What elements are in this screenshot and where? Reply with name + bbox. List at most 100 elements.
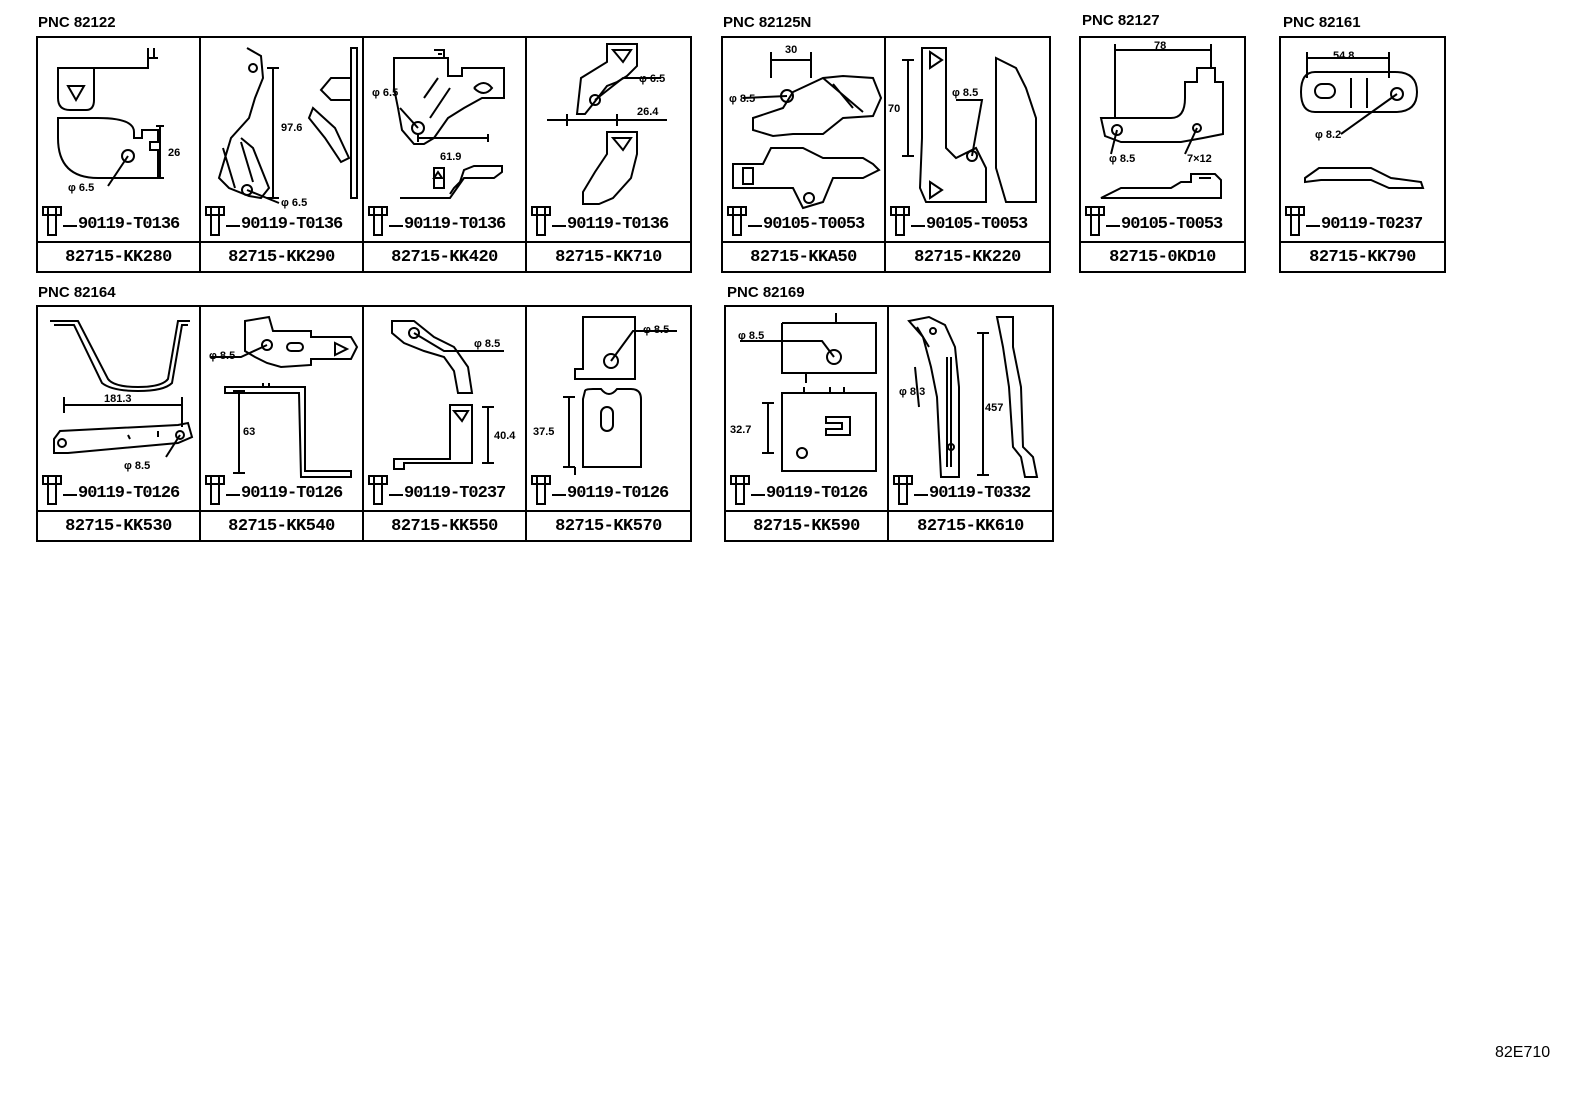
bolt-part-number[interactable]: 90119-T0136 (567, 215, 669, 234)
dimension-label: φ 6.5 (639, 73, 665, 85)
part-cells: 78 φ 8.5 7×12 90105-T0053 82715-0KD10 (1079, 36, 1246, 273)
bolt-part-number[interactable]: 90119-T0136 (78, 215, 180, 234)
dimension-label: φ 8.5 (738, 330, 764, 342)
dimension-label: 26 (168, 147, 180, 159)
part-cell[interactable]: φ 8.5 37.5 90119-T0126 82715-KK570 (527, 307, 690, 540)
dimension-label: φ 6.5 (372, 87, 398, 99)
bolt-part-number[interactable]: 90119-T0237 (404, 484, 506, 503)
part-cell[interactable]: 181.3 φ 8.5 90119-T0126 82715-KK530 (38, 307, 201, 540)
part-cell[interactable]: 97.6 φ 6.5 90119-T0136 82715-KK290 (201, 38, 364, 271)
bolt-part-number[interactable]: 90119-T0126 (766, 484, 868, 503)
part-number[interactable]: 82715-KK610 (889, 510, 1052, 540)
part-number[interactable]: 82715-KK420 (364, 241, 525, 271)
dimension-label: 181.3 (104, 393, 132, 405)
bolt-part-number[interactable]: 90119-T0126 (78, 484, 180, 503)
bolt-part-number[interactable]: 90119-T0136 (404, 215, 506, 234)
leader-line (911, 225, 925, 227)
dimension-label: 37.5 (533, 426, 554, 438)
bolt-icon (205, 206, 225, 236)
bracket-drawing: φ 8.3 457 (899, 315, 1039, 478)
pnc-label: PNC 82164 (38, 284, 116, 301)
bolt-part-number[interactable]: 90105-T0053 (926, 215, 1028, 234)
bracket-drawing: φ 8.5 32.7 (730, 313, 877, 472)
bolt-part-number[interactable]: 90119-T0237 (1321, 215, 1423, 234)
part-number[interactable]: 82715-KK790 (1281, 241, 1444, 271)
dimension-label: φ 6.5 (68, 182, 94, 194)
part-number[interactable]: 82715-KK550 (364, 510, 525, 540)
part-cell[interactable]: 70 φ 8.5 90105-T0053 82715-KK220 (886, 38, 1049, 271)
bolt-part-number[interactable]: 90105-T0053 (763, 215, 865, 234)
bolt-icon (893, 475, 913, 505)
bolt-part-number[interactable]: 90119-T0126 (567, 484, 669, 503)
leader-line (914, 494, 928, 496)
dimension-label: 30 (785, 44, 797, 56)
part-number[interactable]: 82715-KK280 (38, 241, 199, 271)
pnc-label: PNC 82127 (1082, 12, 1160, 29)
part-number[interactable]: 82715-KK570 (527, 510, 690, 540)
bracket-drawing: 78 φ 8.5 7×12 (1099, 40, 1224, 199)
part-cell[interactable]: φ 8.5 40.4 90119-T0237 82715-KK550 (364, 307, 527, 540)
bolt-part-number[interactable]: 90105-T0053 (1121, 215, 1223, 234)
part-cell[interactable]: φ 8.3 457 90119-T0332 82715-KK610 (889, 307, 1052, 540)
diagram-reference: 82E710 (1495, 1044, 1551, 1061)
bolt-part-number[interactable]: 90119-T0126 (241, 484, 343, 503)
leader-line (751, 494, 765, 496)
dimension-label: φ 8.3 (899, 386, 925, 398)
dimension-label: 70 (888, 103, 900, 115)
part-number[interactable]: 82715-KK530 (38, 510, 199, 540)
part-number[interactable]: 82715-KK290 (201, 241, 362, 271)
part-cell[interactable]: φ 6.5 26.4 90119-T0136 82715-KK710 (527, 38, 690, 271)
bolt-part-number[interactable]: 90119-T0332 (929, 484, 1031, 503)
bolt-icon (368, 475, 388, 505)
leader-line (552, 225, 566, 227)
part-cell[interactable]: φ 8.5 32.7 90119-T0126 82715-KK590 (726, 307, 889, 540)
dimension-label: 40.4 (494, 430, 516, 442)
bracket-drawing: φ 6.5 26.4 (547, 43, 667, 205)
bracket-drawing: φ 8.5 40.4 (391, 320, 516, 470)
dimension-label: φ 8.5 (643, 324, 669, 336)
pnc-label: PNC 82122 (38, 14, 116, 31)
dimension-label: φ 8.5 (952, 87, 978, 99)
part-cells: φ 8.5 32.7 90119-T0126 82715-KK590 φ 8.3… (724, 305, 1054, 542)
dimension-label: 32.7 (730, 424, 751, 436)
part-number[interactable]: 82715-KKA50 (723, 241, 884, 271)
dimension-label: 97.6 (281, 122, 302, 134)
dimension-label: 457 (985, 402, 1003, 414)
dimension-label: φ 6.5 (281, 197, 307, 209)
bolt-icon (531, 475, 551, 505)
leader-line (748, 225, 762, 227)
bolt-icon (890, 206, 910, 236)
pnc-label: PNC 82169 (727, 284, 805, 301)
dimension-label: 61.9 (440, 151, 461, 163)
part-cell[interactable]: 30 φ 8.5 90105-T0053 82715-KKA50 (723, 38, 886, 271)
bracket-drawing: 97.6 φ 6.5 (217, 47, 358, 209)
leader-line (389, 225, 403, 227)
part-cells: 26 φ 6.5 90119-T0136 82715-KK280 (36, 36, 692, 273)
part-cell[interactable]: 26 φ 6.5 90119-T0136 82715-KK280 (38, 38, 201, 271)
part-cell[interactable]: 54.8 φ 8.2 90119-T0237 82715-KK790 (1281, 38, 1444, 271)
bracket-drawing: 30 φ 8.5 (729, 44, 883, 210)
dimension-label: φ 8.5 (124, 460, 150, 472)
part-number[interactable]: 82715-KK220 (886, 241, 1049, 271)
bolt-icon (727, 206, 747, 236)
part-cell[interactable]: φ 6.5 61.9 90119-T0136 82715-KK420 (364, 38, 527, 271)
bolt-part-number[interactable]: 90119-T0136 (241, 215, 343, 234)
part-number[interactable]: 82715-KK710 (527, 241, 690, 271)
leader-line (1106, 225, 1120, 227)
pnc-label: PNC 82125N (723, 14, 812, 31)
part-cells: 30 φ 8.5 90105-T0053 82715-KKA50 70 φ 8.… (721, 36, 1051, 273)
part-number[interactable]: 82715-KK590 (726, 510, 887, 540)
dimension-label: 78 (1154, 40, 1166, 52)
bracket-drawing: 70 φ 8.5 (888, 47, 1037, 203)
leader-line (226, 225, 240, 227)
dimension-label: φ 8.5 (474, 338, 500, 350)
part-number[interactable]: 82715-0KD10 (1081, 241, 1244, 271)
bolt-icon (1285, 206, 1305, 236)
bracket-drawing: φ 8.5 63 (209, 315, 359, 478)
bracket-drawing: 26 φ 6.5 (57, 48, 180, 194)
part-cell[interactable]: φ 8.5 63 90119-T0126 82715-KK540 (201, 307, 364, 540)
part-number[interactable]: 82715-KK540 (201, 510, 362, 540)
dimension-label: φ 8.5 (729, 93, 755, 105)
bolt-icon (42, 475, 62, 505)
part-cell[interactable]: 78 φ 8.5 7×12 90105-T0053 82715-0KD10 (1081, 38, 1244, 271)
